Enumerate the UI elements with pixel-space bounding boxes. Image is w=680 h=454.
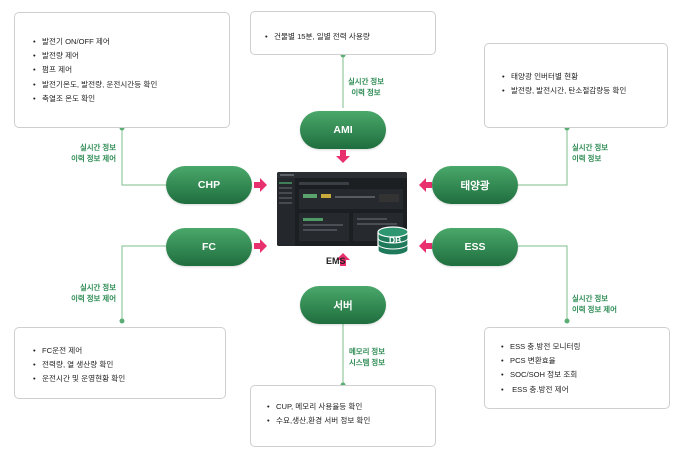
ami-item: 건물별 15분, 일별 전력 사용량 [265, 30, 435, 44]
chp-node: CHP [166, 166, 252, 204]
fc-item: FC운전 제어 [33, 344, 225, 358]
db-cylinder-icon [377, 226, 409, 256]
chp-info-box: 발전기 ON/OFF 제어 발전량 제어 펌프 제어 발전기온도, 발전량, 운… [14, 12, 230, 128]
chp-item: 펌프 제어 [33, 63, 229, 77]
server-node: 서버 [300, 286, 386, 324]
server-item: 수요,생산,환경 서버 정보 확인 [267, 414, 435, 428]
fc-info-box: FC운전 제어 전력량, 열 생산량 확인 운전시간 및 운영현황 확인 [14, 327, 226, 399]
chp-item: 발전량 제어 [33, 49, 229, 63]
chp-arrow-right [254, 178, 267, 192]
ami-info-box: 건물별 15분, 일별 전력 사용량 [250, 11, 436, 55]
ess-node: ESS [432, 228, 518, 266]
ami-arrow-down [336, 150, 350, 163]
solar-info-box: 태양광 인버터별 현황 발전량, 발전시간, 탄소절감량등 확인 [484, 43, 668, 128]
ess-info-box: ESS 충.방전 모니터링 PCS 변환효율 SOC/SOH 정보 조회 ESS… [484, 327, 670, 409]
server-arrow-up [336, 253, 350, 266]
ess-item: SOC/SOH 정보 조회 [501, 368, 669, 382]
fc-item: 운전시간 및 운영현황 확인 [33, 372, 225, 386]
fc-connector-dot [119, 318, 125, 324]
ems-label: EMS [326, 256, 346, 266]
ess-connector-dot [564, 318, 570, 324]
ess-item: ESS 충.방전 제어 [501, 383, 669, 397]
chp-item: 발전기 ON/OFF 제어 [33, 35, 229, 49]
ess-item: ESS 충.방전 모니터링 [501, 340, 669, 354]
solar-arrow-left [419, 178, 432, 192]
ami-node: AMI [300, 111, 386, 149]
chp-item: 발전기온도, 발전량, 운전시간등 확인 [33, 78, 229, 92]
fc-node: FC [166, 228, 252, 266]
solar-item: 태양광 인버터별 현황 [502, 70, 667, 84]
ess-arrow-left [419, 239, 432, 253]
chp-item: 축열조 온도 확인 [33, 92, 229, 106]
solar-item: 발전량, 발전시간, 탄소절감량등 확인 [502, 84, 667, 98]
fc-item: 전력량, 열 생산량 확인 [33, 358, 225, 372]
server-info-box: CUP, 메모리 사용율등 확인 수요,생산,환경 서버 정보 확인 [250, 385, 436, 447]
ess-item: PCS 변환효율 [501, 354, 669, 368]
dashboard-mockup-graphic [277, 172, 407, 246]
server-item: CUP, 메모리 사용율등 확인 [267, 400, 435, 414]
fc-arrow-right [254, 239, 267, 253]
db-label: DB [389, 235, 402, 245]
solar-node: 태양광 [432, 166, 518, 204]
